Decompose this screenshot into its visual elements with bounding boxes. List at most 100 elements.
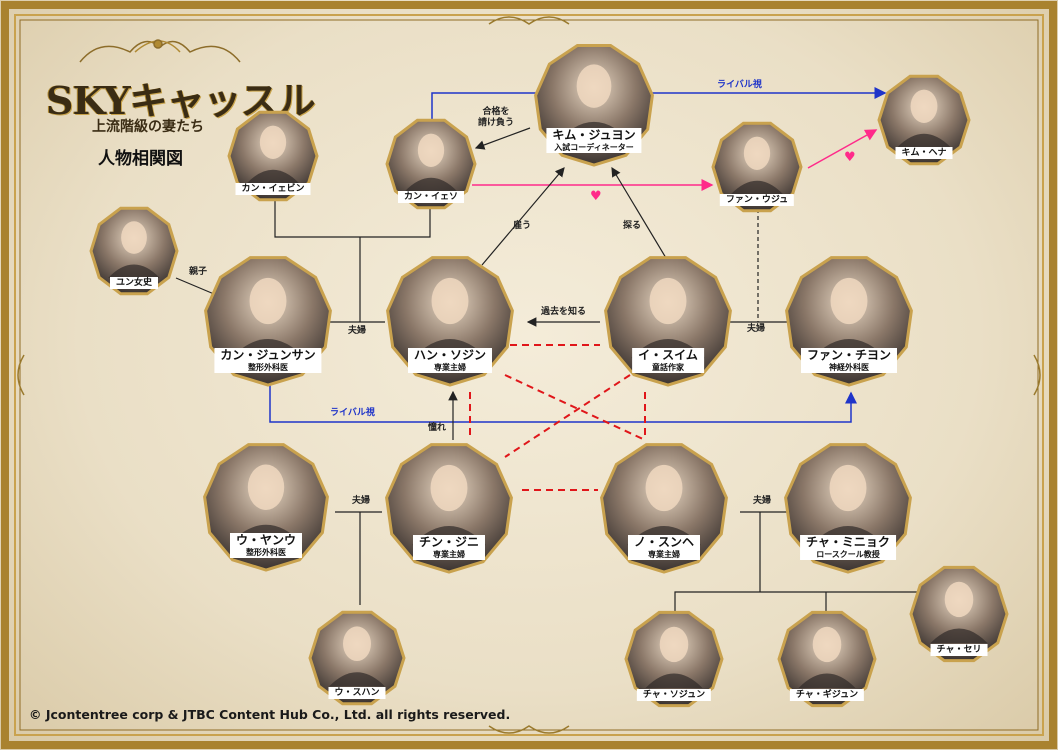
name-plate: キム・ヘナ xyxy=(895,147,953,160)
kan-children-line xyxy=(274,190,431,238)
character-cha-sojun: チャ・ソジュン xyxy=(623,607,725,711)
portrait-face-icon xyxy=(830,277,868,325)
name-plate: チャ・ミニョクロースクール教授 xyxy=(800,535,896,560)
character-name: ノ・スンヘ xyxy=(633,535,695,549)
character-kan-ieso: カン・イェソ xyxy=(384,115,478,213)
portrait-face-icon xyxy=(576,64,612,108)
character-name: カン・イェソ xyxy=(403,192,459,202)
rival-label-bottom: ライバル視 xyxy=(330,408,375,418)
portrait-shoulders-icon xyxy=(930,628,988,644)
fufu-kan-label: 夫婦 xyxy=(348,326,367,336)
character-no-sunhe: ノ・スンヘ専業主婦 xyxy=(598,439,730,575)
investigate-arrow xyxy=(611,166,667,259)
character-name: チャ・ミニョク xyxy=(806,535,890,549)
name-plate: ハン・ソジン専業主婦 xyxy=(407,348,493,373)
character-kim-hena: キム・ヘナ xyxy=(876,71,972,169)
character-kan-iebin: カン・イェビン xyxy=(226,107,320,205)
portrait-shoulders-icon xyxy=(645,673,703,689)
goukaku-label: 合格を 請け負う xyxy=(478,107,515,128)
character-role: ロースクール教授 xyxy=(816,549,880,559)
character-name: ユン女史 xyxy=(115,278,153,288)
portrait-frame xyxy=(711,121,803,213)
character-name: チャ・ソジュン xyxy=(642,690,706,700)
conflict-sojin-sunhe xyxy=(504,374,646,441)
love-line-uju-hena xyxy=(807,129,878,169)
name-plate: ファン・ウジュ xyxy=(719,194,795,207)
character-kim-junyon: キム・ジュヨン入試コーディネーター xyxy=(532,40,656,168)
portrait-face-icon xyxy=(431,277,469,325)
chart-title: 人物相関図 xyxy=(98,149,183,169)
character-name: カン・イェビン xyxy=(241,184,305,194)
name-plate: イ・スイム童話作家 xyxy=(632,348,704,373)
name-plate: チャ・ソジュン xyxy=(636,689,712,702)
rival-line-top xyxy=(431,87,887,120)
name-plate: カン・ジュンサン整形外科医 xyxy=(214,348,322,373)
parent-child-line xyxy=(175,277,215,295)
character-u-suhan: ウ・スハン xyxy=(307,607,407,709)
conflict-suimu-jini xyxy=(504,374,631,458)
character-name: ハン・ソジン xyxy=(413,348,487,362)
portrait-face-icon xyxy=(812,626,842,663)
name-plate: カン・イェソ xyxy=(397,191,465,204)
portrait-shoulders-icon xyxy=(108,264,160,278)
character-role: 神経外科医 xyxy=(828,362,869,372)
name-plate: カン・イェビン xyxy=(235,183,311,196)
character-fan-uju: ファン・ウジュ xyxy=(710,118,804,216)
character-cha-miniyoku: チャ・ミニョクロースクール教授 xyxy=(782,439,914,575)
portrait-face-icon xyxy=(121,221,147,254)
goukaku-arrow xyxy=(474,127,531,150)
character-role: 整形外科医 xyxy=(247,362,288,372)
portrait-face-icon xyxy=(247,464,285,511)
name-plate: チン・ジニ専業主婦 xyxy=(412,535,486,560)
portrait-frame xyxy=(909,565,1009,663)
portrait-face-icon xyxy=(944,581,974,618)
portrait-shoulders-icon xyxy=(730,180,784,195)
portrait-frame xyxy=(89,206,179,296)
character-name: キム・ジュヨン xyxy=(552,128,636,142)
character-name: チャ・セリ xyxy=(936,645,982,655)
character-name: ファン・チヨン xyxy=(806,348,892,362)
akogare-label: 憧れ xyxy=(428,423,447,433)
character-name: チャ・ギジュン xyxy=(795,690,859,700)
portrait-shoulders-icon xyxy=(329,672,385,687)
fufu-u-label: 夫婦 xyxy=(352,496,371,506)
name-plate: ファン・チヨン神経外科医 xyxy=(800,348,898,373)
portrait-shoulders-icon xyxy=(246,169,300,184)
portrait-face-icon xyxy=(743,136,771,170)
portrait-shoulders-icon xyxy=(897,133,951,148)
name-plate: ウ・ヤンウ整形外科医 xyxy=(229,533,303,558)
kako-label: 過去を知る xyxy=(541,307,587,317)
character-chin-jini: チン・ジニ専業主婦 xyxy=(383,439,515,575)
character-yun-joshi: ユン女史 xyxy=(88,203,180,299)
name-plate: キム・ジュヨン入試コーディネーター xyxy=(546,128,642,153)
portrait-face-icon xyxy=(259,125,287,159)
character-role: 専業主婦 xyxy=(647,549,680,559)
character-cha-seri: チャ・セリ xyxy=(908,562,1010,666)
portrait-face-icon xyxy=(649,277,687,325)
portrait-face-icon xyxy=(430,464,468,512)
portrait-frame xyxy=(385,118,477,210)
character-name: キム・ヘナ xyxy=(901,148,947,158)
portrait-face-icon xyxy=(910,89,938,123)
portrait-frame xyxy=(777,610,877,708)
character-role: 専業主婦 xyxy=(433,362,466,372)
name-plate: ユン女史 xyxy=(109,277,159,290)
character-name: イ・スイム xyxy=(638,348,698,362)
rival-line-bottom xyxy=(269,385,857,423)
heart-icon: ♥ xyxy=(590,189,602,204)
character-role: 童話作家 xyxy=(651,362,684,372)
portrait-frame xyxy=(624,610,724,708)
portrait-frame xyxy=(308,610,406,706)
portrait-face-icon xyxy=(645,464,683,512)
title-block: SKYキャッスル 上流階級の妻たち 人物相関図 xyxy=(40,32,316,172)
character-u-yanu: ウ・ヤンウ整形外科医 xyxy=(201,439,331,573)
heart-icon: ♥ xyxy=(844,150,856,165)
portrait-frame xyxy=(227,110,319,202)
name-plate: チャ・ギジュン xyxy=(789,689,865,702)
name-plate: ウ・スハン xyxy=(328,687,386,700)
character-role: 入試コーディネーター xyxy=(554,142,634,152)
character-i-suimu: イ・スイム童話作家 xyxy=(602,252,734,388)
